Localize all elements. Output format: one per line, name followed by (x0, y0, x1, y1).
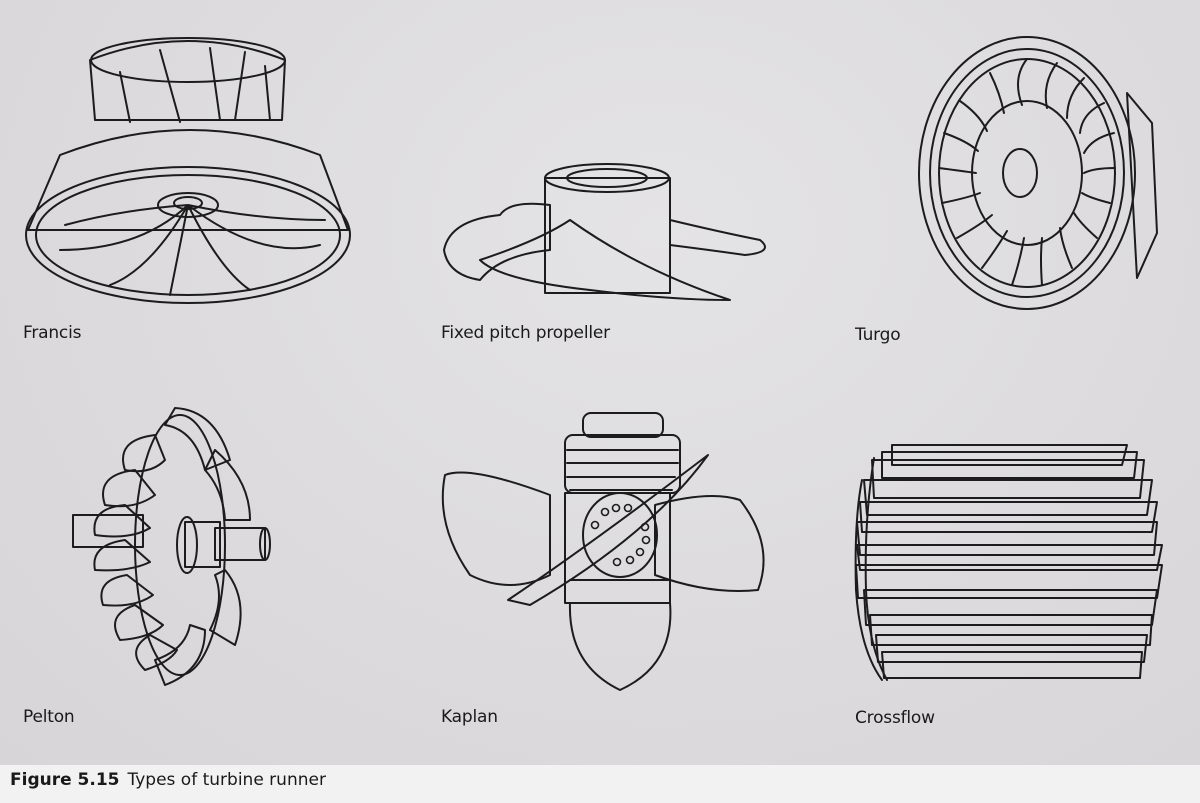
label-turgo: Turgo (855, 325, 901, 345)
propeller-runner-icon (443, 163, 766, 301)
kaplan-runner-icon (441, 412, 765, 691)
pelton-runner-icon (72, 407, 271, 686)
figure-caption: Figure 5.15 Types of turbine runner (10, 770, 326, 790)
figure-number: Figure 5.15 (10, 770, 120, 790)
figure-panel: Francis Fixed pitch propeller T (0, 0, 1200, 765)
label-kaplan: Kaplan (441, 707, 498, 727)
turgo-runner-icon (918, 36, 1158, 310)
label-pelton: Pelton (23, 707, 75, 727)
label-fixed-pitch-propeller: Fixed pitch propeller (441, 323, 610, 343)
label-crossflow: Crossflow (855, 708, 935, 728)
crossflow-runner-icon (854, 444, 1163, 681)
francis-runner-icon (25, 37, 351, 304)
label-francis: Francis (23, 323, 82, 343)
figure-title: Types of turbine runner (127, 770, 326, 790)
